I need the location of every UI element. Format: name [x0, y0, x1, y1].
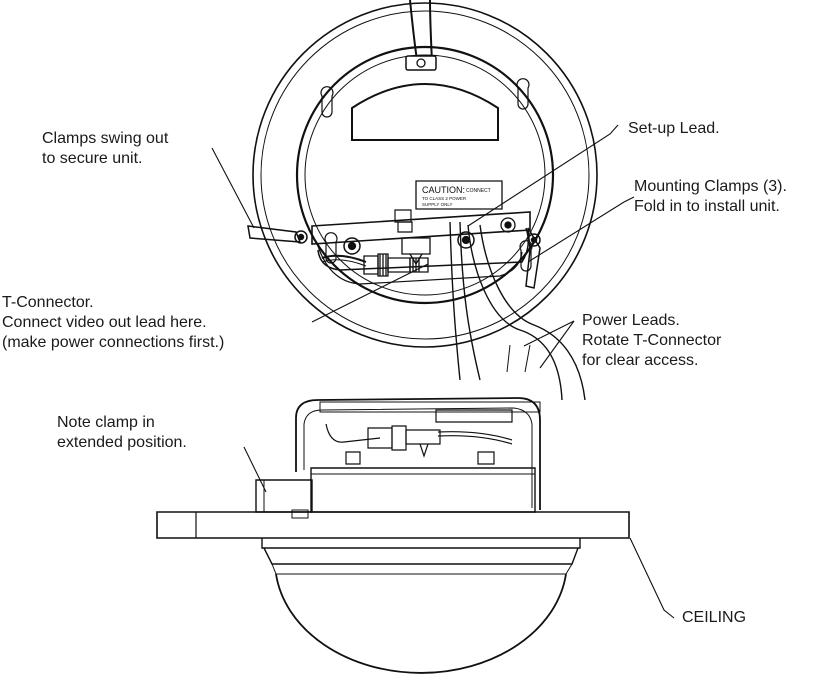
housing-ring — [297, 47, 553, 303]
leader-note-clamp — [244, 447, 266, 492]
label-power-leads-line2: Rotate T-Connector — [582, 332, 722, 349]
power-leads — [450, 222, 585, 400]
label-setup-lead-text: Set-up Lead. — [628, 120, 720, 137]
top-view-unit: CAUTION: CONNECT TO CLASS 2 POWER SUPPLY… — [248, 0, 597, 400]
caution-line3: SUPPLY ONLY — [422, 202, 453, 207]
housing-inner-ring — [305, 55, 545, 295]
leader-power-leads-2 — [540, 321, 574, 368]
leader-ceiling — [630, 538, 674, 618]
housing-top — [296, 398, 540, 510]
t-connector — [322, 238, 430, 276]
leader-clamps-swing — [212, 148, 254, 228]
leader-t-connector — [312, 264, 428, 322]
label-clamps-swing-line2: to secure unit. — [42, 150, 143, 167]
label-ceiling-text: CEILING — [682, 609, 747, 626]
label-note-clamp-line2: extended position. — [57, 434, 187, 451]
side-view-unit — [157, 398, 629, 673]
label-mounting-clamps-line1: Mounting Clamps (3). — [634, 178, 787, 195]
window-opening — [352, 84, 498, 140]
caution-label: CAUTION: — [422, 185, 465, 195]
label-t-connector-line1: T-Connector. — [2, 294, 94, 311]
label-power-leads-line1: Power Leads. — [582, 312, 680, 329]
label-clamps-swing: Clamps swing out to secure unit. — [42, 129, 168, 169]
caution-plate: CAUTION: CONNECT TO CLASS 2 POWER SUPPLY… — [416, 181, 502, 209]
label-note-clamp: Note clamp in extended position. — [57, 413, 187, 453]
keyhole-slots — [321, 79, 532, 271]
caution-line2: TO CLASS 2 POWER — [422, 196, 467, 201]
leader-power-leads-1 — [524, 321, 574, 346]
label-t-connector-line3: (make power connections first.) — [2, 334, 225, 351]
mounting-bracket — [312, 212, 530, 244]
outer-trim-ring — [253, 3, 597, 347]
inner-trim-ring — [261, 11, 589, 339]
label-t-connector-line2: Connect video out lead here. — [2, 314, 207, 331]
ceiling-plate — [157, 512, 629, 538]
label-t-connector: T-Connector. Connect video out lead here… — [2, 293, 224, 353]
label-ceiling: CEILING — [682, 608, 746, 628]
clamp-left — [248, 226, 307, 243]
dome — [276, 574, 566, 673]
top-cable — [410, 0, 417, 60]
caution-connect: CONNECT — [466, 188, 491, 194]
leader-mounting-clamps — [528, 197, 634, 262]
leader-lines — [212, 125, 674, 618]
label-power-leads-line3: for clear access. — [582, 352, 699, 369]
leader-setup-lead — [468, 125, 618, 226]
clamp-right — [526, 228, 540, 288]
label-power-leads: Power Leads. Rotate T-Connector for clea… — [582, 311, 721, 371]
label-mounting-clamps: Mounting Clamps (3). Fold in to install … — [634, 177, 787, 217]
label-setup-lead: Set-up Lead. — [628, 119, 720, 139]
label-note-clamp-line1: Note clamp in — [57, 414, 155, 431]
label-clamps-swing-line1: Clamps swing out — [42, 130, 169, 147]
label-mounting-clamps-line2: Fold in to install unit. — [634, 198, 780, 215]
